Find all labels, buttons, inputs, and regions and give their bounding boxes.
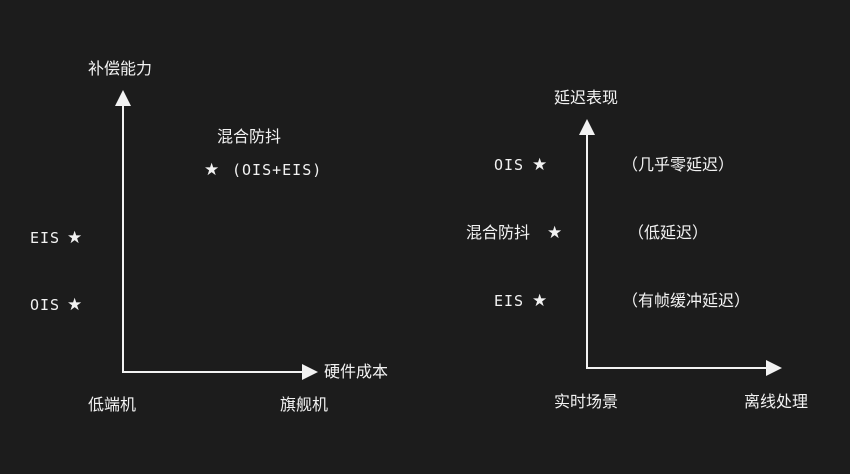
right-y-axis-label: 延迟表现 — [554, 88, 619, 107]
left-x-high-label: 旗舰机 — [280, 395, 329, 414]
right-x-low-label: 实时场景 — [554, 392, 619, 411]
star-icon: ★ — [204, 160, 220, 180]
right-x-high-label: 离线处理 — [744, 392, 809, 411]
star-icon: ★ — [532, 291, 548, 311]
star-icon: ★ — [67, 295, 83, 315]
ois-row-note: （几乎零延迟） — [622, 155, 735, 174]
hybrid-row-note: （低延迟） — [628, 223, 709, 242]
eis-row-note: （有帧缓冲延迟） — [622, 291, 751, 310]
ois-row-label: OIS — [494, 156, 525, 174]
hybrid-point-label: 混合防抖 — [217, 127, 282, 146]
left-x-axis-label: 硬件成本 — [324, 362, 389, 381]
star-icon: ★ — [532, 155, 548, 175]
hybrid-point-detail: (OIS+EIS) — [232, 161, 323, 179]
eis-point-label: EIS — [30, 229, 61, 247]
star-icon: ★ — [67, 228, 83, 248]
left-y-axis-label: 补偿能力 — [88, 59, 153, 78]
ois-point-label: OIS — [30, 296, 61, 314]
eis-row-label: EIS — [494, 292, 525, 310]
star-icon: ★ — [547, 223, 563, 243]
left-x-low-label: 低端机 — [88, 395, 137, 414]
hybrid-row-label: 混合防抖 — [466, 223, 531, 242]
